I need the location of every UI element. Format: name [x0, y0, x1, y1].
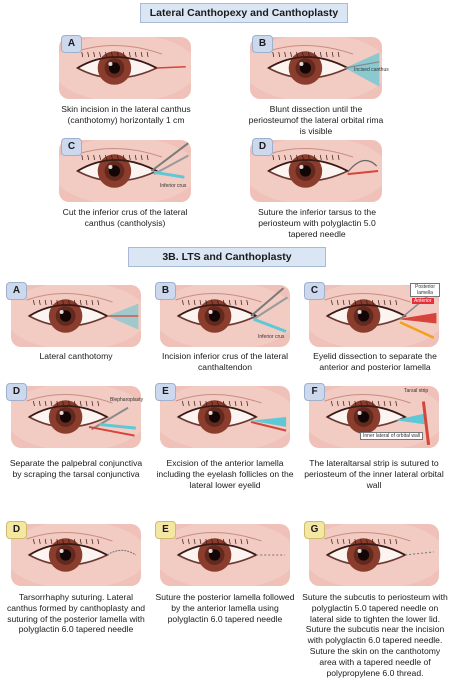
badge-s2-e: E	[155, 383, 176, 401]
eye-illustration	[11, 524, 141, 586]
panel-s2-b	[160, 285, 290, 347]
panel-s1-d	[250, 140, 382, 202]
panel-s2-e2	[160, 524, 290, 586]
panel-s1-b	[250, 37, 382, 99]
badge-s2-d2: D	[6, 521, 27, 539]
panel-s2-a	[11, 285, 141, 347]
caption-s2-e: Excision of the anterior lamella includi…	[156, 458, 294, 490]
label-inferior-crus-s1: Inferior crus	[160, 183, 187, 189]
label-posterior-lamella: Posterior lamella	[410, 283, 440, 297]
badge-s2-f: F	[304, 383, 325, 401]
panel-s1-a	[59, 37, 191, 99]
label-incised-canthus: Incised canthus	[354, 67, 389, 73]
badge-s1-d: D	[252, 138, 273, 156]
eye-illustration	[160, 524, 290, 586]
panel-s2-g	[309, 524, 439, 586]
eye-illustration	[309, 524, 439, 586]
eye-illustration	[11, 386, 141, 448]
caption-s2-b: Incision inferior crus of the lateral ca…	[161, 351, 289, 372]
badge-s2-c: C	[304, 282, 325, 300]
badge-s1-c: C	[61, 138, 82, 156]
eye-illustration	[59, 140, 191, 202]
badge-s2-b: B	[155, 282, 176, 300]
label-inner-lateral-orbital-wall: Inner lateral of orbital wall	[360, 432, 423, 440]
panel-s2-e	[160, 386, 290, 448]
caption-s2-g: Suture the subcutis to periosteum with p…	[302, 592, 448, 678]
badge-s1-b: B	[252, 35, 273, 53]
eye-illustration	[160, 386, 290, 448]
caption-s2-d: Separate the palpebral conjunctiva by sc…	[9, 458, 143, 479]
caption-s2-d2: Tarsorrhaphy suturing. Lateral canthus f…	[6, 592, 146, 635]
panel-s1-c	[59, 140, 191, 202]
badge-s2-g: G	[304, 521, 325, 539]
eye-illustration	[250, 140, 382, 202]
caption-s2-c: Eyelid dissection to separate the anteri…	[313, 351, 437, 372]
panel-s2-d	[11, 386, 141, 448]
eye-illustration	[160, 285, 290, 347]
caption-s2-e2: Suture the posterior lamella followed by…	[155, 592, 295, 624]
caption-s1-d: Suture the inferior tarsus to the perios…	[258, 207, 376, 239]
section1-title: Lateral Canthopexy and Canthoplasty	[140, 3, 348, 23]
eye-illustration	[59, 37, 191, 99]
label-blepharoplasty: Blepharoplasty	[110, 397, 144, 403]
caption-s1-c: Cut the inferior crus of the lateral can…	[62, 207, 188, 228]
label-tarsal-strip: Tarsal strip	[404, 388, 429, 394]
caption-s2-a: Lateral canthotomy	[39, 351, 113, 361]
caption-s2-f: The lateraltarsal strip is sutured to pe…	[304, 458, 444, 490]
panel-s2-d2	[11, 524, 141, 586]
eye-illustration	[250, 37, 382, 99]
eye-illustration	[11, 285, 141, 347]
section2-title: 3B. LTS and Canthoplasty	[128, 247, 326, 267]
badge-s1-a: A	[61, 35, 82, 53]
badge-s2-d: D	[6, 383, 27, 401]
badge-s2-a: A	[6, 282, 27, 300]
caption-s1-a: Skin incision in the lateral canthus (ca…	[61, 104, 191, 125]
label-anterior: Anterior	[412, 298, 434, 304]
badge-s2-e2: E	[155, 521, 176, 539]
caption-s1-b: Blunt dissection until the periosteumof …	[248, 104, 384, 136]
label-inferior-crus-s2: Inferior crus	[258, 334, 285, 340]
